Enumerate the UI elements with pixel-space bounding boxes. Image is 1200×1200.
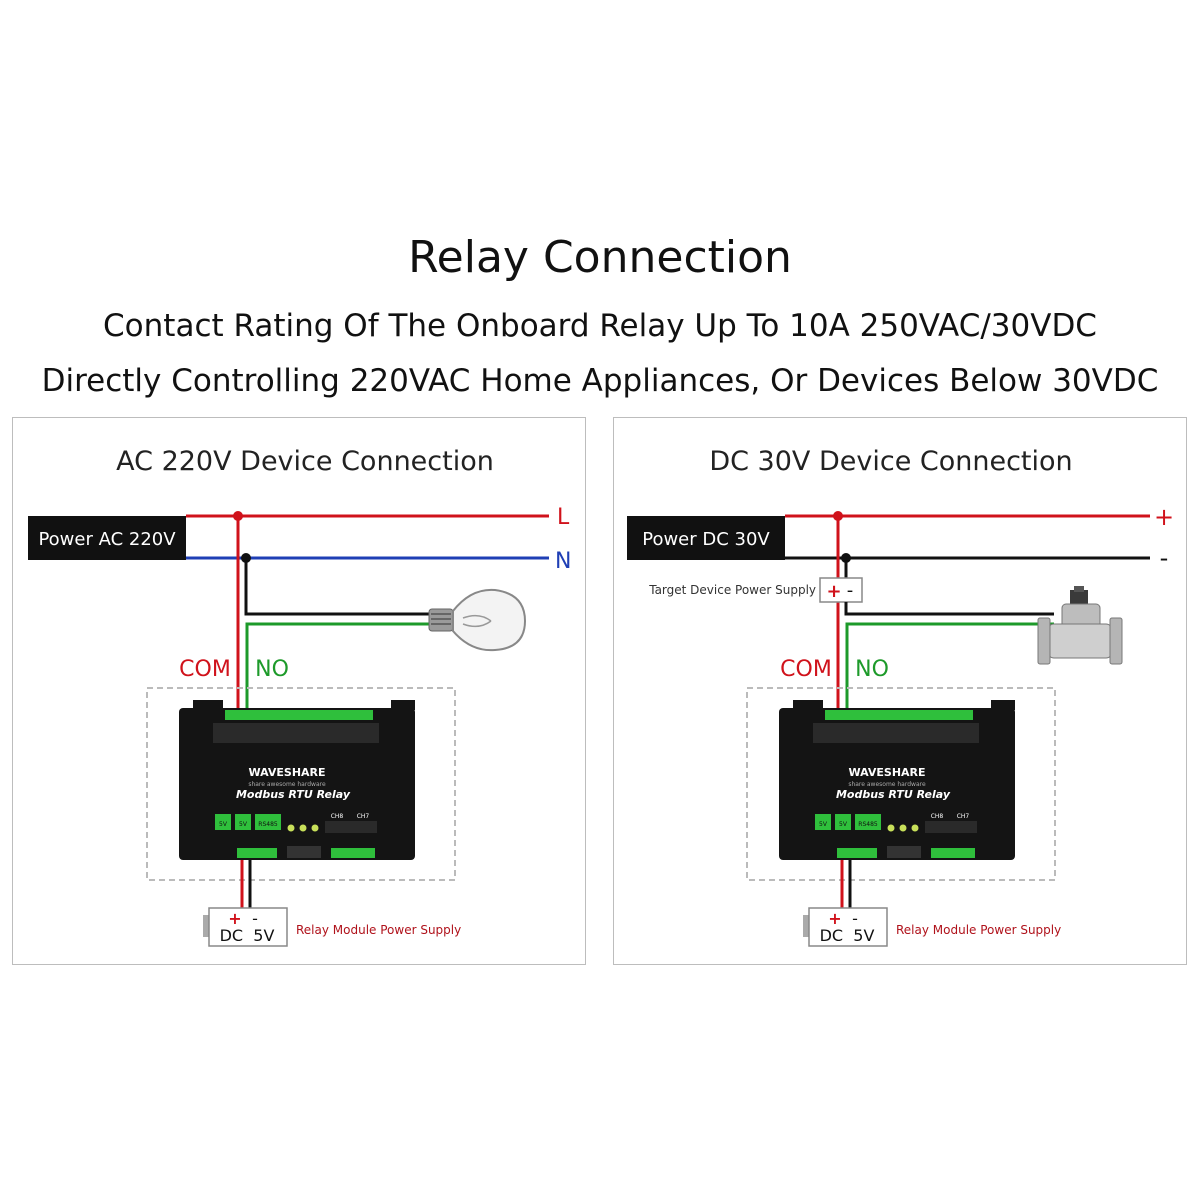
- dc-module-brand: WAVESHARE: [848, 766, 925, 779]
- ac-live-junction: [233, 511, 243, 521]
- page-subtitle-contact-rating: Contact Rating Of The Onboard Relay Up T…: [103, 308, 1097, 344]
- dc-psu-box: [808, 907, 888, 947]
- dc-panel-title: DC 30V Device Connection: [709, 446, 1072, 477]
- ac-power-label: Power AC 220V: [38, 529, 176, 550]
- ac-no-label: NO: [255, 657, 289, 682]
- dc-target-caption: Target Device Power Supply: [648, 583, 816, 597]
- dc-module-frame: [746, 687, 1056, 881]
- dc-terminal-rs485: RS485: [858, 821, 878, 828]
- dc-relay-module: WAVESHARE share awesome hardware Modbus …: [779, 700, 1015, 860]
- ac-ch8-label: CH8: [331, 813, 344, 820]
- dc-com-label: COM: [780, 657, 832, 682]
- ac-psu-box: [208, 907, 288, 947]
- dc-target-plus: +: [826, 581, 841, 602]
- ac-neutral-junction: [241, 553, 251, 563]
- dc-valve-ground-wire: [844, 602, 1054, 616]
- ac-neutral-label: N: [555, 549, 571, 574]
- ac-line-label: L: [557, 505, 570, 530]
- dc-wiring-diagram: DC 30V Device Connection Power DC 30V + …: [627, 446, 1174, 947]
- dc-module-model: Modbus RTU Relay: [836, 788, 951, 801]
- dc-minus-label: -: [1160, 544, 1169, 572]
- dc-ch8-label: CH8: [931, 813, 944, 820]
- ac-connection-panel: AC 220V Device Connection Power AC 220V …: [12, 417, 586, 965]
- ac-terminal-5v-b: 5V: [239, 821, 248, 828]
- ac-no-wire: [245, 622, 433, 713]
- dc-no-wire: [845, 622, 1054, 713]
- light-bulb-icon: [428, 588, 527, 652]
- ac-module-model: Modbus RTU Relay: [236, 788, 351, 801]
- dc-psu-plug: [803, 915, 809, 937]
- dc-power-label: Power DC 30V: [642, 529, 770, 550]
- dc-connection-panel: DC 30V Device Connection Power DC 30V + …: [613, 417, 1187, 965]
- dc-psu-plus: +: [828, 909, 841, 928]
- dc-plus-label: +: [1154, 503, 1174, 531]
- dc-terminal-5v-a: 5V: [819, 821, 828, 828]
- dc-plus-junction: [833, 511, 843, 521]
- ac-power-box: [28, 516, 186, 560]
- dc-psu-label: DC 5V: [820, 926, 875, 945]
- dc-minus-junction: [841, 553, 851, 563]
- solenoid-valve-icon: [1037, 586, 1123, 665]
- dc-target-minus: -: [847, 580, 854, 601]
- ac-relay-module: WAVESHARE share awesome hardware Modbus …: [179, 700, 415, 860]
- page-subtitle-control-range: Directly Controlling 220VAC Home Applian…: [41, 363, 1159, 399]
- ac-panel-title: AC 220V Device Connection: [116, 446, 494, 477]
- ac-terminal-5v-a: 5V: [219, 821, 228, 828]
- ac-module-brand: WAVESHARE: [248, 766, 325, 779]
- dc-psu-caption: Relay Module Power Supply: [896, 923, 1061, 937]
- page-title: Relay Connection: [408, 232, 792, 283]
- dc-module-tagline: share awesome hardware: [848, 781, 926, 788]
- ac-com-label: COM: [179, 657, 231, 682]
- ac-lamp-neutral-wire: [244, 558, 433, 616]
- ac-psu-plug: [203, 915, 209, 937]
- ac-wiring-diagram: AC 220V Device Connection Power AC 220V …: [28, 446, 571, 947]
- dc-power-box: [627, 516, 785, 560]
- ac-terminal-rs485: RS485: [258, 821, 278, 828]
- ac-ch7-label: CH7: [357, 813, 370, 820]
- ac-psu-plus: +: [228, 909, 241, 928]
- dc-psu-minus: -: [852, 909, 858, 928]
- ac-psu-caption: Relay Module Power Supply: [296, 923, 461, 937]
- dc-terminal-5v-b: 5V: [839, 821, 848, 828]
- ac-psu-label: DC 5V: [220, 926, 275, 945]
- dc-ch7-label: CH7: [957, 813, 970, 820]
- ac-module-tagline: share awesome hardware: [248, 781, 326, 788]
- ac-module-frame: [146, 687, 456, 881]
- dc-target-psu-box: [819, 577, 863, 603]
- ac-psu-minus: -: [252, 909, 258, 928]
- dc-no-label: NO: [855, 657, 889, 682]
